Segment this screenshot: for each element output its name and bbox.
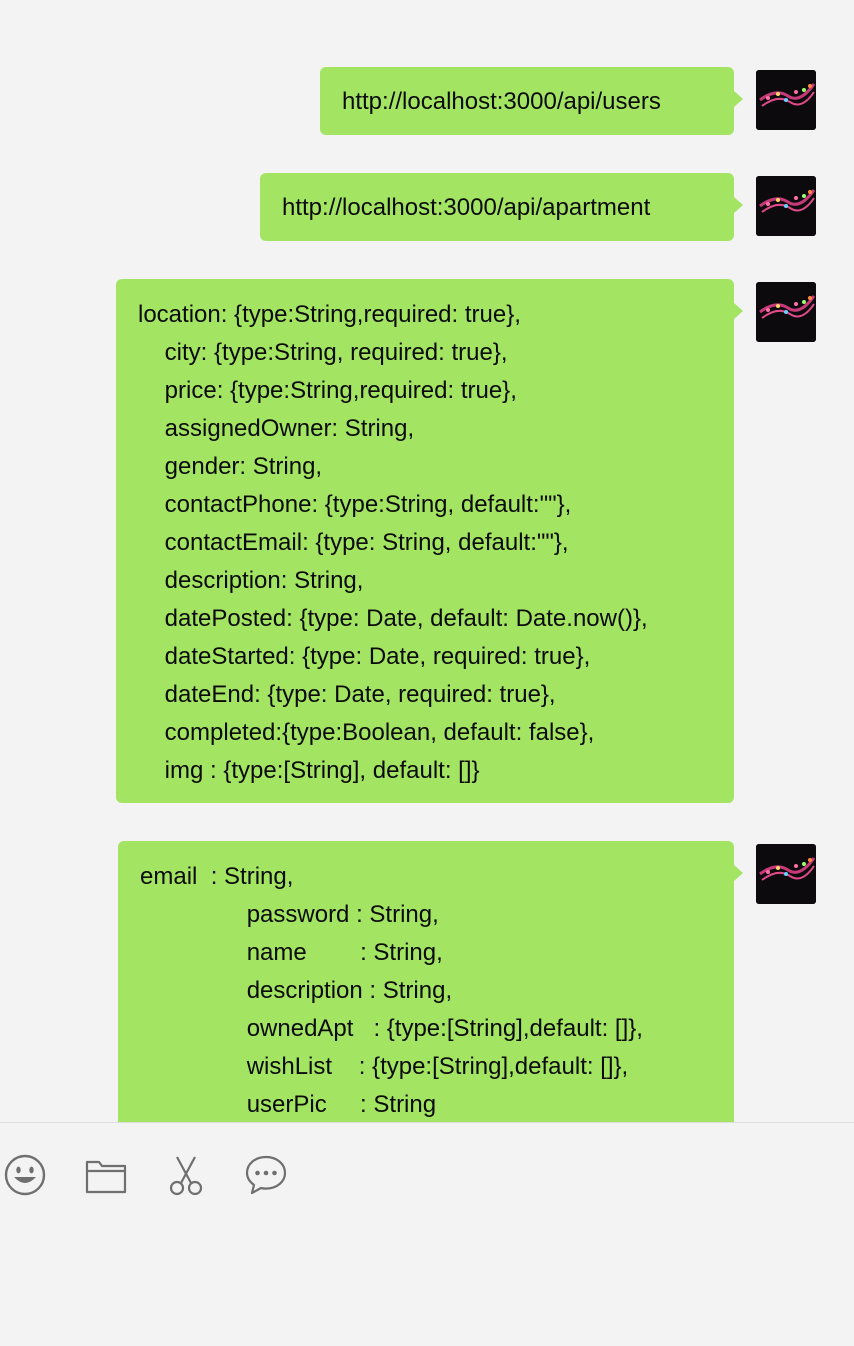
avatar[interactable] bbox=[756, 176, 816, 236]
avatar-image bbox=[756, 70, 816, 130]
message-bubble[interactable]: email : String, password : String, name … bbox=[118, 841, 743, 1122]
chat-history-button[interactable] bbox=[244, 1153, 288, 1197]
emoji-icon bbox=[4, 1154, 46, 1196]
message-text: http://localhost:3000/api/users bbox=[342, 88, 661, 115]
scissors-icon bbox=[169, 1156, 203, 1196]
message-line: userPic : String bbox=[140, 1091, 437, 1118]
message-text: http://localhost:3000/api/apartment bbox=[282, 194, 651, 221]
message-line: wishList : {type:[String],default: []}, bbox=[140, 1053, 629, 1080]
bubble-tail bbox=[734, 865, 743, 881]
message-line: description: String, bbox=[138, 567, 364, 594]
message-line: location: {type:String,required: true}, bbox=[138, 301, 521, 328]
message-line: contactEmail: {type: String, default:""}… bbox=[138, 529, 569, 556]
bubble-tail bbox=[734, 197, 743, 213]
chat-area[interactable]: http://localhost:3000/api/users http://l… bbox=[0, 0, 854, 1122]
message-bubble[interactable]: http://localhost:3000/api/apartment bbox=[260, 173, 743, 241]
bubble-tail bbox=[734, 303, 743, 319]
folder-icon bbox=[85, 1160, 127, 1194]
message-line: assignedOwner: String, bbox=[138, 415, 415, 442]
avatar-image bbox=[756, 176, 816, 236]
message-line: name : String, bbox=[140, 939, 443, 966]
chat-bubble-icon bbox=[245, 1155, 287, 1195]
message-line: city: {type:String, required: true}, bbox=[138, 339, 508, 366]
composer-divider bbox=[0, 1122, 854, 1123]
message-line: dateEnd: {type: Date, required: true}, bbox=[138, 681, 556, 708]
message-line: contactPhone: {type:String, default:""}, bbox=[138, 491, 572, 518]
screenshot-button[interactable] bbox=[164, 1153, 208, 1197]
avatar-image bbox=[756, 282, 816, 342]
message-line: password : String, bbox=[140, 901, 439, 928]
avatar[interactable] bbox=[756, 70, 816, 130]
message-bubble[interactable]: location: {type:String,required: true}, … bbox=[116, 279, 743, 803]
message-line: email : String, bbox=[140, 863, 294, 890]
emoji-button[interactable] bbox=[3, 1153, 47, 1197]
message-line: datePosted: {type: Date, default: Date.n… bbox=[138, 605, 648, 632]
composer-toolbar bbox=[0, 1123, 854, 1346]
message-line: completed:{type:Boolean, default: false}… bbox=[138, 719, 595, 746]
bubble-tail bbox=[734, 91, 743, 107]
message-line: gender: String, bbox=[138, 453, 323, 480]
message-line: dateStarted: {type: Date, required: true… bbox=[138, 643, 591, 670]
send-file-button[interactable] bbox=[84, 1153, 128, 1197]
avatar-image bbox=[756, 844, 816, 904]
avatar[interactable] bbox=[756, 282, 816, 342]
message-line: img : {type:[String], default: []} bbox=[138, 757, 480, 784]
avatar[interactable] bbox=[756, 844, 816, 904]
message-line: description : String, bbox=[140, 977, 453, 1004]
message-bubble[interactable]: http://localhost:3000/api/users bbox=[320, 67, 743, 135]
message-line: ownedApt : {type:[String],default: []}, bbox=[140, 1015, 643, 1042]
message-line: price: {type:String,required: true}, bbox=[138, 377, 517, 404]
